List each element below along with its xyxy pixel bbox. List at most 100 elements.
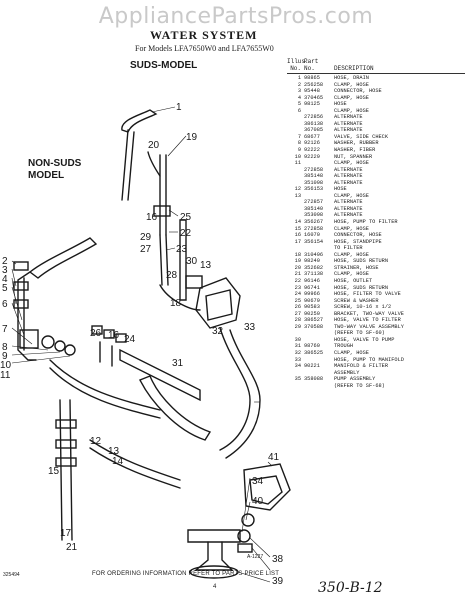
callout-28: 28	[166, 270, 178, 281]
callout-10: 10	[0, 360, 12, 371]
part-description: HOSE	[334, 101, 347, 108]
part-description: HOSE, SUDS RETURN	[334, 258, 389, 265]
callout-24: 24	[124, 334, 136, 345]
callout-16b: 16	[108, 330, 120, 341]
part-description: CLAMP, HOSE	[334, 251, 369, 258]
callout-34: 34	[252, 476, 264, 487]
trough-31	[119, 348, 201, 402]
illus-number: 29	[294, 323, 301, 330]
illus-number: 34	[294, 363, 301, 370]
callout-33: 33	[244, 322, 256, 333]
callout-21: 21	[66, 542, 78, 553]
corner-code: 325494	[3, 572, 20, 578]
part-description: VALVE, SIDE CHECK	[334, 133, 389, 140]
illus-number: 28	[294, 317, 301, 324]
hose-33	[219, 327, 251, 451]
pump-assembly-35	[243, 463, 291, 511]
illus-number: 9	[297, 147, 301, 154]
part-number	[304, 383, 334, 390]
callout-20: 20	[148, 140, 160, 151]
manifold-filter-34	[187, 529, 241, 543]
callout-12: 12	[90, 436, 102, 447]
part-description: CONNECTOR, HOSE	[334, 232, 382, 239]
part-description: ASSEMBLY	[334, 369, 360, 376]
illus-number: 11	[294, 160, 301, 167]
illus-number: 2	[297, 81, 301, 88]
part-number: 256258	[304, 81, 324, 88]
part-description: ALTERNATE	[334, 199, 363, 206]
callout-13b: 13	[108, 446, 120, 457]
illus-number: 27	[294, 310, 301, 317]
part-description: WASHER, FIBER	[334, 147, 376, 154]
callout-22: 22	[180, 228, 192, 239]
part-description: HOSE, VALVE TO PUMP	[334, 336, 395, 343]
page-number: 4	[213, 584, 217, 590]
part-number: 68677	[304, 133, 320, 140]
illus-number: 17	[294, 238, 301, 245]
valve-body-32	[195, 277, 241, 329]
part-description: CLAMP, HOSE	[334, 192, 369, 199]
part-number: 272857	[304, 199, 324, 206]
illus-number: 31	[294, 343, 301, 350]
header-illus: Illus.No.	[287, 58, 309, 72]
illus-number: 15	[294, 225, 301, 232]
illus-number: 32	[294, 349, 301, 356]
part-description: MANIFOLD & FILTER	[334, 363, 389, 370]
hose-31-loop	[139, 375, 212, 441]
hose-14	[89, 439, 181, 481]
part-description: HOSE, VALVE TO FILTER	[334, 317, 401, 324]
part-description: HOSE, PUMP TO MANIFOLD	[334, 356, 404, 363]
part-description: HOSE, STANDPIPE	[334, 238, 382, 245]
header-description: DESCRIPTION	[334, 65, 374, 72]
part-description: CLAMP, HOSE	[334, 349, 369, 356]
part-description: SCREW & WASHER	[334, 297, 379, 304]
part-description: TO FILTER	[334, 245, 363, 252]
part-number: 351098	[304, 179, 324, 186]
illus-number: 1	[297, 75, 301, 81]
callout-1: 1	[176, 102, 182, 113]
table-row: (REFER TO SF-68)	[287, 383, 465, 390]
callout-7: 7	[2, 324, 8, 335]
part-number: 310496	[304, 251, 324, 258]
part-number: 386525	[304, 349, 324, 356]
part-number: 386138	[304, 120, 324, 127]
part-description: ALTERNATE	[334, 120, 363, 127]
part-description: HOSE, DRAIN	[334, 75, 369, 81]
callout-25: 25	[180, 212, 192, 223]
illus-number: 35	[294, 376, 301, 383]
callout-8: 8	[2, 342, 8, 353]
part-description: CONNECTOR, HOSE	[334, 88, 382, 95]
part-number: 98240	[304, 258, 320, 265]
part-description: CLAMP, HOSE	[334, 107, 369, 114]
callout-23: 23	[176, 244, 188, 255]
hose-12	[49, 359, 161, 411]
water-system-diagram: 1 19 20 16 25 22 23 2 3 4 5 6 7 8 9 10 1…	[0, 102, 291, 587]
part-number: 272858	[304, 166, 324, 173]
part-description: HOSE, PUMP TO FILTER	[334, 219, 398, 226]
part-description: BRACKET, TWO-WAY VALVE	[334, 310, 404, 317]
drain-hose-1-tube	[121, 129, 135, 201]
handwritten-note: 350-B-12	[318, 580, 383, 596]
drawing-number: A-1227	[247, 554, 264, 560]
part-number: 356267	[304, 219, 324, 226]
part-number: 98125	[304, 101, 320, 108]
part-number: 353098	[304, 212, 324, 219]
